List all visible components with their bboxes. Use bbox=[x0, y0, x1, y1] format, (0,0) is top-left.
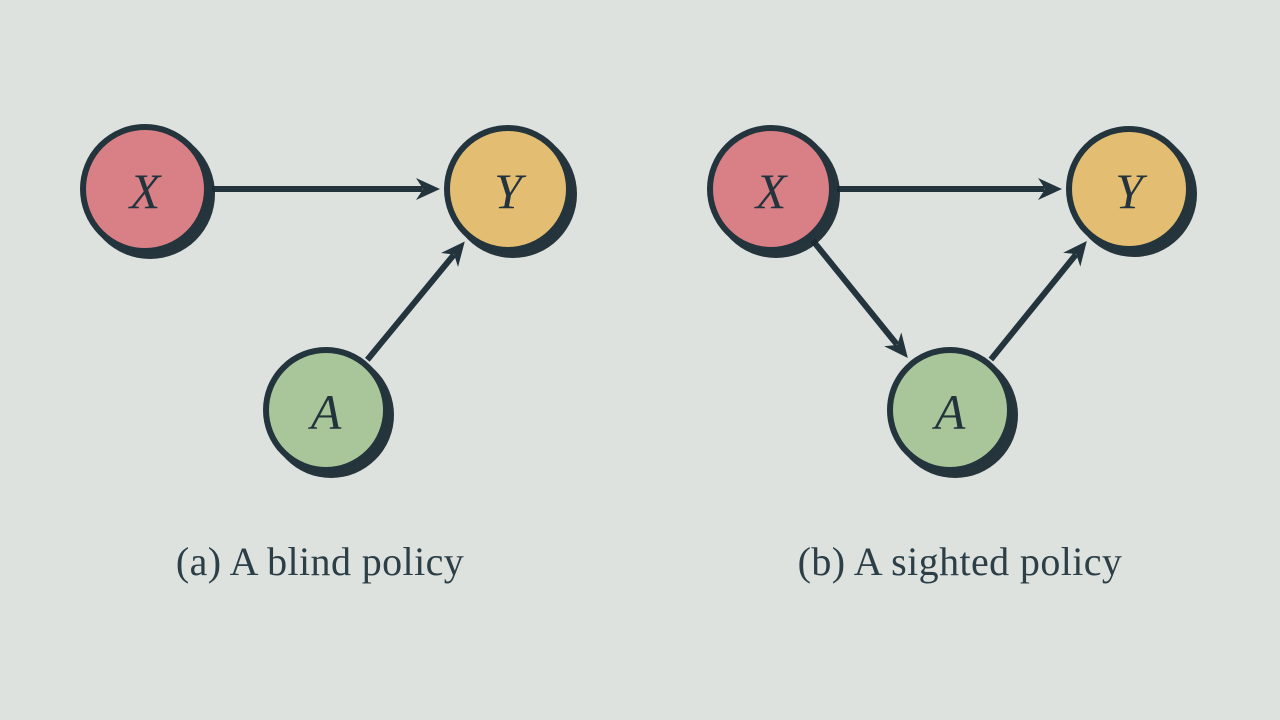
causal-graph-sighted-policy: X Y A bbox=[707, 125, 1197, 478]
panel-sighted-policy: X Y A (b) A sighted policy bbox=[640, 0, 1280, 720]
arrowhead-X-to-Y bbox=[416, 177, 440, 201]
causal-graph-blind-policy: X Y A bbox=[80, 124, 577, 478]
node-X-circle[interactable] bbox=[80, 124, 210, 254]
node-A-label: A bbox=[932, 384, 966, 440]
node-X-circle[interactable] bbox=[707, 125, 835, 253]
arrowhead-A-to-Y bbox=[1063, 241, 1087, 267]
node-X[interactable]: X bbox=[80, 124, 215, 259]
node-X[interactable]: X bbox=[707, 125, 840, 258]
arrowhead-A-to-Y bbox=[440, 241, 465, 268]
caption-panel-b: (b) A sighted policy bbox=[797, 539, 1123, 584]
node-A[interactable]: A bbox=[887, 347, 1018, 478]
edge-A-to-Y bbox=[988, 252, 1079, 362]
node-A-circle[interactable] bbox=[887, 347, 1013, 473]
node-Y-label: Y bbox=[494, 163, 527, 219]
caption-panel-a: (a) A blind policy bbox=[175, 539, 465, 584]
node-Y-circle[interactable] bbox=[444, 125, 572, 253]
node-X-label: X bbox=[754, 163, 789, 219]
panel-blind-policy: X Y A (a) A blind policy bbox=[80, 124, 577, 584]
edge-X-to-A bbox=[810, 238, 900, 347]
node-A[interactable]: A bbox=[263, 347, 394, 478]
node-X-label: X bbox=[128, 163, 163, 219]
arrowhead-X-to-Y bbox=[1038, 177, 1062, 201]
arrowhead-X-to-A bbox=[884, 332, 908, 358]
node-Y[interactable]: Y bbox=[444, 125, 577, 258]
node-Y-label: Y bbox=[1115, 163, 1148, 219]
node-A-label: A bbox=[308, 384, 342, 440]
node-A-circle[interactable] bbox=[263, 347, 389, 473]
node-Y-circle[interactable] bbox=[1066, 126, 1192, 252]
edge-A-to-Y bbox=[365, 252, 457, 362]
node-Y[interactable]: Y bbox=[1066, 126, 1197, 257]
